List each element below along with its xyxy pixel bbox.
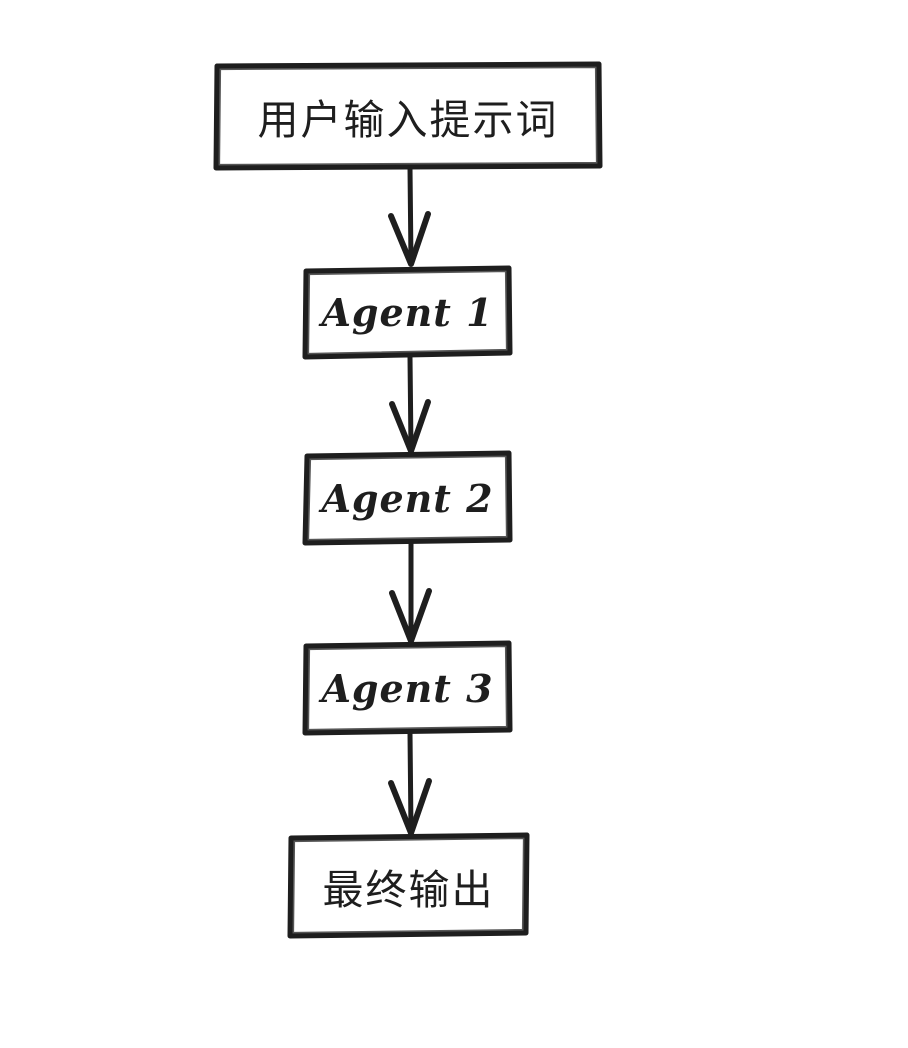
node-box-agent-3[interactable] <box>302 640 513 736</box>
edge-input-to-agent1[interactable] <box>388 165 431 267</box>
edge-agent2-to-agent3[interactable] <box>389 540 432 644</box>
node-box-agent-1[interactable] <box>302 265 513 360</box>
edge-agent1-to-agent2[interactable] <box>389 354 431 454</box>
edge-agent3-to-output[interactable] <box>388 730 432 836</box>
node-box-user-input-prompt[interactable] <box>213 61 603 171</box>
node-box-final-output[interactable] <box>287 832 530 939</box>
node-box-agent-2[interactable] <box>302 450 513 546</box>
